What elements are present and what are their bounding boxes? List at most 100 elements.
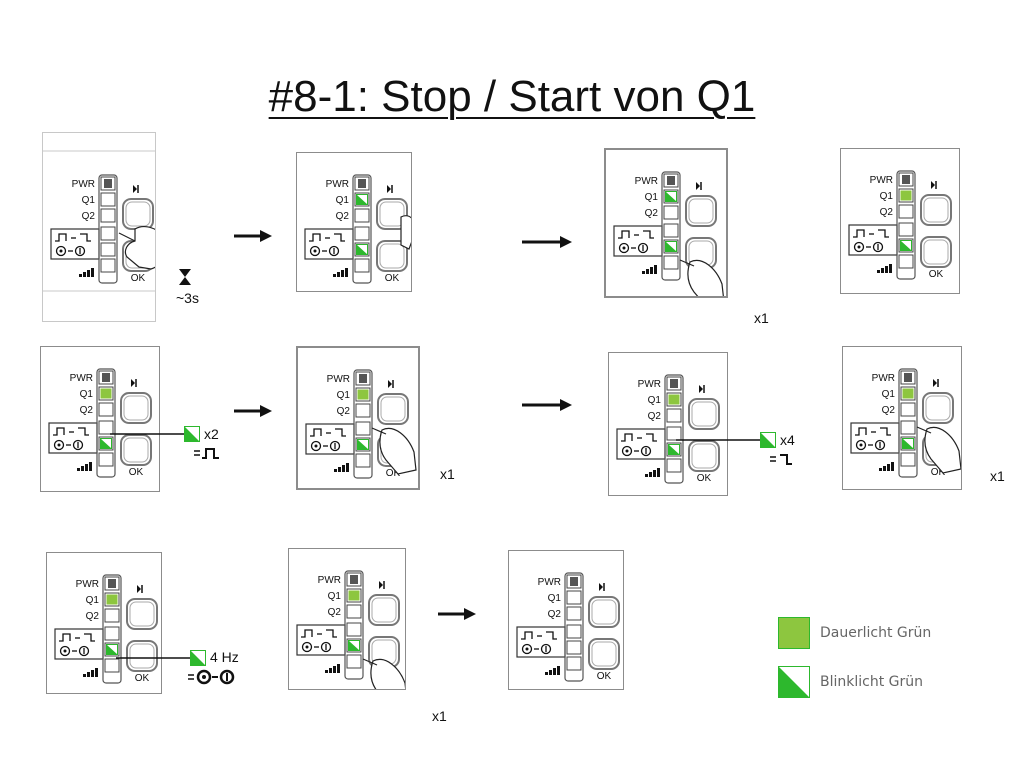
led-label-q1: Q1 bbox=[86, 595, 100, 606]
led-signal bbox=[898, 254, 914, 269]
signal-strength-icon bbox=[79, 268, 94, 277]
select-button[interactable] bbox=[368, 581, 400, 626]
select-button[interactable] bbox=[122, 185, 154, 230]
ok-button[interactable]: OK bbox=[588, 638, 620, 682]
led-label-q2: Q2 bbox=[336, 211, 350, 222]
mode-symbols bbox=[850, 422, 900, 454]
arrow-right-icon bbox=[522, 399, 572, 411]
led-mode bbox=[98, 436, 114, 451]
led-mode bbox=[566, 640, 582, 655]
led-label-q2: Q2 bbox=[548, 609, 562, 620]
ok-button[interactable]: OK bbox=[920, 236, 952, 280]
ok-label: OK bbox=[131, 273, 146, 284]
signal-strength-icon bbox=[77, 462, 92, 471]
led-q2 bbox=[104, 608, 120, 623]
ok-button[interactable]: OK bbox=[688, 440, 720, 484]
led-label-q2: Q2 bbox=[80, 405, 94, 416]
led-mode bbox=[346, 638, 362, 653]
hand-icon bbox=[371, 427, 417, 475]
led-pwr bbox=[355, 371, 371, 386]
led-q2 bbox=[98, 402, 114, 417]
hold-time-label: ~3s bbox=[176, 290, 199, 306]
led-q1 bbox=[104, 592, 120, 607]
led-spare bbox=[666, 426, 682, 441]
led-label-q1: Q1 bbox=[328, 591, 342, 602]
select-button[interactable] bbox=[685, 182, 717, 227]
led-q2 bbox=[346, 604, 362, 619]
led-signal bbox=[354, 258, 370, 273]
select-button[interactable] bbox=[377, 380, 409, 425]
led-label-pwr: PWR bbox=[326, 179, 349, 190]
led-label-q2: Q2 bbox=[86, 611, 100, 622]
led-label-pwr: PWR bbox=[72, 179, 95, 190]
led-column bbox=[352, 174, 372, 284]
select-button[interactable] bbox=[376, 185, 408, 230]
ok-label: OK bbox=[597, 671, 612, 682]
mode-symbols bbox=[613, 225, 663, 257]
select-button[interactable] bbox=[688, 385, 720, 430]
led-label-pwr: PWR bbox=[318, 575, 341, 586]
led-signal bbox=[104, 658, 120, 673]
mode-symbols bbox=[616, 428, 666, 460]
blink-led-icon bbox=[760, 432, 776, 448]
led-column bbox=[564, 572, 584, 682]
select-button[interactable] bbox=[588, 583, 620, 628]
led-label-q1: Q1 bbox=[80, 389, 94, 400]
led-label-q1: Q1 bbox=[548, 593, 562, 604]
led-signal bbox=[663, 255, 679, 270]
led-mode bbox=[104, 642, 120, 657]
signal-strength-icon bbox=[83, 668, 98, 677]
ok-button[interactable]: OK bbox=[376, 240, 408, 284]
led-pwr bbox=[666, 376, 682, 391]
led-pwr bbox=[354, 176, 370, 191]
mode-symbols bbox=[296, 624, 346, 656]
led-q2 bbox=[354, 208, 370, 223]
ok-button[interactable]: OK bbox=[120, 434, 152, 478]
arrow-right-icon bbox=[234, 405, 272, 417]
blink-led-icon bbox=[190, 650, 206, 666]
led-mode bbox=[355, 437, 371, 452]
hourglass-icon bbox=[179, 269, 191, 285]
led-label-q2: Q2 bbox=[328, 607, 342, 618]
ok-label: OK bbox=[386, 468, 401, 479]
ok-button[interactable]: OK bbox=[126, 640, 158, 684]
blink-count-label: x4 bbox=[780, 432, 795, 448]
arrow-right-icon bbox=[438, 608, 476, 620]
led-column bbox=[353, 369, 373, 479]
ok-label: OK bbox=[931, 467, 946, 478]
select-button[interactable] bbox=[920, 181, 952, 226]
led-mode bbox=[898, 238, 914, 253]
mode-symbols bbox=[50, 228, 100, 260]
ok-label: OK bbox=[697, 473, 712, 484]
blink-frequency-label: 4 Hz bbox=[210, 649, 239, 665]
signal-strength-icon bbox=[877, 264, 892, 273]
led-mode bbox=[100, 242, 116, 257]
select-button[interactable] bbox=[922, 379, 954, 424]
led-label-pwr: PWR bbox=[872, 373, 895, 384]
select-button[interactable] bbox=[120, 379, 152, 424]
led-column bbox=[661, 171, 681, 281]
ok-label: OK bbox=[385, 273, 400, 284]
signal-strength-icon bbox=[879, 462, 894, 471]
led-q1 bbox=[100, 192, 116, 207]
press-count-label: x1 bbox=[754, 310, 769, 326]
led-q2 bbox=[100, 208, 116, 223]
led-label-q1: Q1 bbox=[648, 395, 662, 406]
ok-label: OK bbox=[129, 467, 144, 478]
select-button[interactable] bbox=[126, 585, 158, 630]
led-mode bbox=[354, 242, 370, 257]
led-q1 bbox=[355, 387, 371, 402]
led-q1 bbox=[346, 588, 362, 603]
led-label-pwr: PWR bbox=[327, 374, 350, 385]
led-spare bbox=[346, 622, 362, 637]
